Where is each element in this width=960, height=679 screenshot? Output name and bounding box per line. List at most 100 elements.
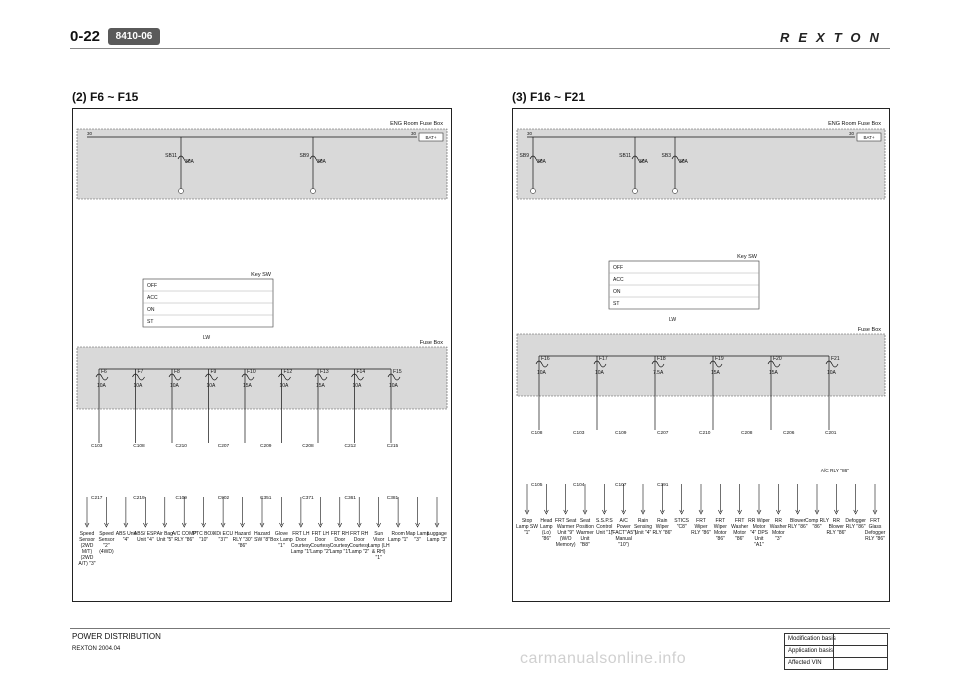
- load-label: RR Wiper: [748, 518, 770, 524]
- footer-model-date: REXTON 2004.04: [72, 646, 121, 652]
- relay-note: A/C RLY "86": [821, 468, 850, 474]
- fuse-box-label: Fuse Box: [420, 340, 443, 346]
- load-arrow: [376, 522, 381, 528]
- page-number: 0-22: [70, 28, 101, 45]
- load-label: Wiper: [656, 524, 669, 530]
- load-label: "10"): [618, 542, 629, 548]
- fuse-symbol: [205, 373, 218, 381]
- eng-room-fuse-box-area: [76, 128, 448, 200]
- fuse-rating: 7.5A: [653, 370, 664, 376]
- load-label: RLY "86": [174, 537, 194, 543]
- load-arrow: [84, 522, 90, 528]
- fuse-name: F21: [831, 356, 840, 362]
- load-label: & RH): [372, 549, 386, 555]
- eng-room-fuse-box-area: [516, 128, 886, 200]
- load-label: "4": [123, 537, 130, 543]
- load-arrow: [814, 509, 820, 515]
- load-arrow: [220, 522, 226, 528]
- load-arrow: [660, 509, 665, 515]
- connector-label: C103: [91, 443, 103, 449]
- load-label: Hazard: [254, 531, 270, 537]
- load-label: "86": [812, 524, 821, 530]
- fuse-symbol: [631, 155, 645, 163]
- load-label: Unit: [581, 536, 591, 542]
- load-label: "2": [103, 543, 110, 549]
- load-label: Lamp SW: [516, 524, 538, 530]
- fuse-name: F7: [138, 369, 144, 375]
- key-switch-label: Key SW: [251, 272, 272, 278]
- load-label: Glass: [869, 524, 882, 530]
- top-fuse-rating: 30A: [537, 159, 547, 165]
- load-label: "86": [735, 536, 744, 542]
- connector-label: C108: [531, 430, 543, 436]
- load-arrow: [298, 522, 304, 528]
- fuse-symbol: [535, 360, 549, 368]
- fuse-name: F19: [715, 356, 724, 362]
- connector-label: C215: [387, 443, 399, 449]
- connector-label: C391: [657, 482, 669, 488]
- fuse-rating: 15A: [316, 383, 326, 389]
- fuse-name: F17: [599, 356, 608, 362]
- fuse-rating: 10A: [353, 383, 363, 389]
- load-arrow: [621, 509, 626, 515]
- load-label: Visor: [373, 537, 385, 543]
- load-label: RR: [833, 518, 841, 524]
- load-label: XDi ECU: [213, 531, 233, 537]
- load-label: Warmer: [576, 530, 594, 536]
- load-label: ABS Unit: [116, 531, 137, 537]
- load-label: Speed: [80, 531, 95, 537]
- load-label: "C8": [677, 524, 687, 530]
- mod-label: Application basis: [788, 648, 834, 654]
- fuse-symbol: [177, 155, 191, 163]
- load-label: A/C: [619, 518, 628, 524]
- load-label: "10": [199, 537, 208, 543]
- load-label: "4" DPS: [750, 530, 769, 536]
- top-fuse-name: SB9: [300, 153, 310, 159]
- connector-label: C208: [302, 443, 314, 449]
- load-label: RR: [775, 518, 783, 524]
- load-arrow: [602, 509, 607, 515]
- lw-wire-label: LW: [669, 317, 676, 323]
- fuse-symbol: [241, 373, 255, 381]
- load-label: Unit "9": [557, 530, 574, 536]
- fuse-symbol: [671, 155, 685, 163]
- load-label: (4WD): [99, 549, 114, 555]
- key-switch-position: ON: [147, 307, 155, 313]
- load-label: Motor: [753, 524, 766, 530]
- load-label: FRT RH: [350, 531, 369, 537]
- connector-label: C210: [699, 430, 711, 436]
- fuse-name: F8: [174, 369, 180, 375]
- load-label: Rain: [638, 518, 649, 524]
- top-fuse-rating: 30A: [185, 159, 195, 165]
- load-label: Air Bag: [157, 531, 174, 537]
- fuse-name: F9: [211, 369, 217, 375]
- key-switch-position: ST: [147, 319, 153, 325]
- load-label: Lamp (LH: [368, 543, 390, 549]
- connector-label: C108: [133, 443, 145, 449]
- fuse-name: F13: [320, 369, 329, 375]
- mod-label: Modification basis: [788, 636, 836, 642]
- fuse-rating: 10A: [207, 383, 217, 389]
- top-fuse-rating: 30A: [679, 159, 689, 165]
- load-label: Door: [354, 537, 365, 543]
- load-label: Unit: [755, 536, 765, 542]
- load-label: Unit "5": [156, 537, 173, 543]
- load-label: Head: [540, 518, 552, 524]
- left-section-title: (2) F6 ~ F15: [72, 90, 139, 104]
- load-label: Glove: [275, 531, 288, 537]
- key-switch-position: ON: [613, 289, 621, 295]
- bat-box: [418, 132, 444, 142]
- connector-label: C212: [345, 443, 357, 449]
- load-arrow: [756, 509, 762, 515]
- fuse-symbol: [168, 373, 182, 381]
- fuse-rating: 15A: [769, 370, 779, 376]
- load-label: Blower: [790, 518, 806, 524]
- load-label: FRT RH: [331, 531, 350, 537]
- load-label: SW "8": [254, 537, 270, 543]
- fuse-symbol: [309, 155, 323, 163]
- top-fuse-rating: 30A: [639, 159, 649, 165]
- top-fuse-name: SB9: [520, 153, 530, 159]
- load-label: Sensing: [634, 524, 652, 530]
